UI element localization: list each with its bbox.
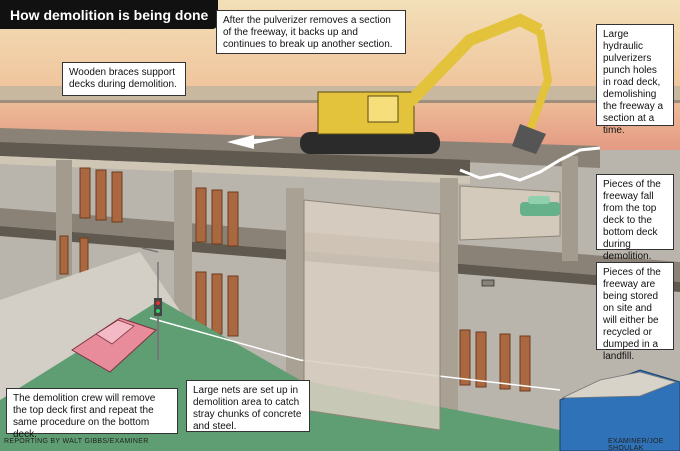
callout-large-nets: Large nets are set up in demolition area…: [186, 380, 310, 432]
wooden-braces: [59, 167, 531, 392]
callout-hydraulic-pulverizers: Large hydraulic pulverizers punch holes …: [596, 24, 674, 136]
reporting-credit: REPORTING BY WALT GIBBS/EXAMINER: [4, 438, 149, 445]
top-deck: [0, 128, 600, 168]
debris-piece: [481, 279, 495, 287]
direction-arrow: [227, 135, 284, 149]
callout-pieces-stored: Pieces of the freeway are being stored o…: [596, 262, 674, 362]
traffic-light: [141, 247, 162, 360]
pillar: [286, 188, 304, 428]
excavator: [300, 13, 553, 154]
pillar: [562, 156, 578, 261]
broken-deck-edge: [459, 146, 601, 182]
pink-car: [71, 317, 157, 373]
callout-wooden-braces: Wooden braces support decks during demol…: [62, 62, 186, 96]
callout-pulverizer-backs-up: After the pulverizer removes a section o…: [216, 10, 406, 54]
artist-credit: EXAMINER/JOE SHOULAK: [608, 438, 664, 451]
safety-net: [303, 199, 441, 431]
callout-pieces-fall: Pieces of the freeway fall from the top …: [596, 174, 674, 262]
pillar: [440, 178, 458, 423]
callout-demolition-crew: The demolition crew will remove the top …: [6, 388, 178, 440]
fence: [149, 317, 561, 391]
green-car: [520, 196, 560, 216]
dumpster: [559, 369, 680, 451]
page-title: How demolition is being done: [0, 0, 219, 29]
